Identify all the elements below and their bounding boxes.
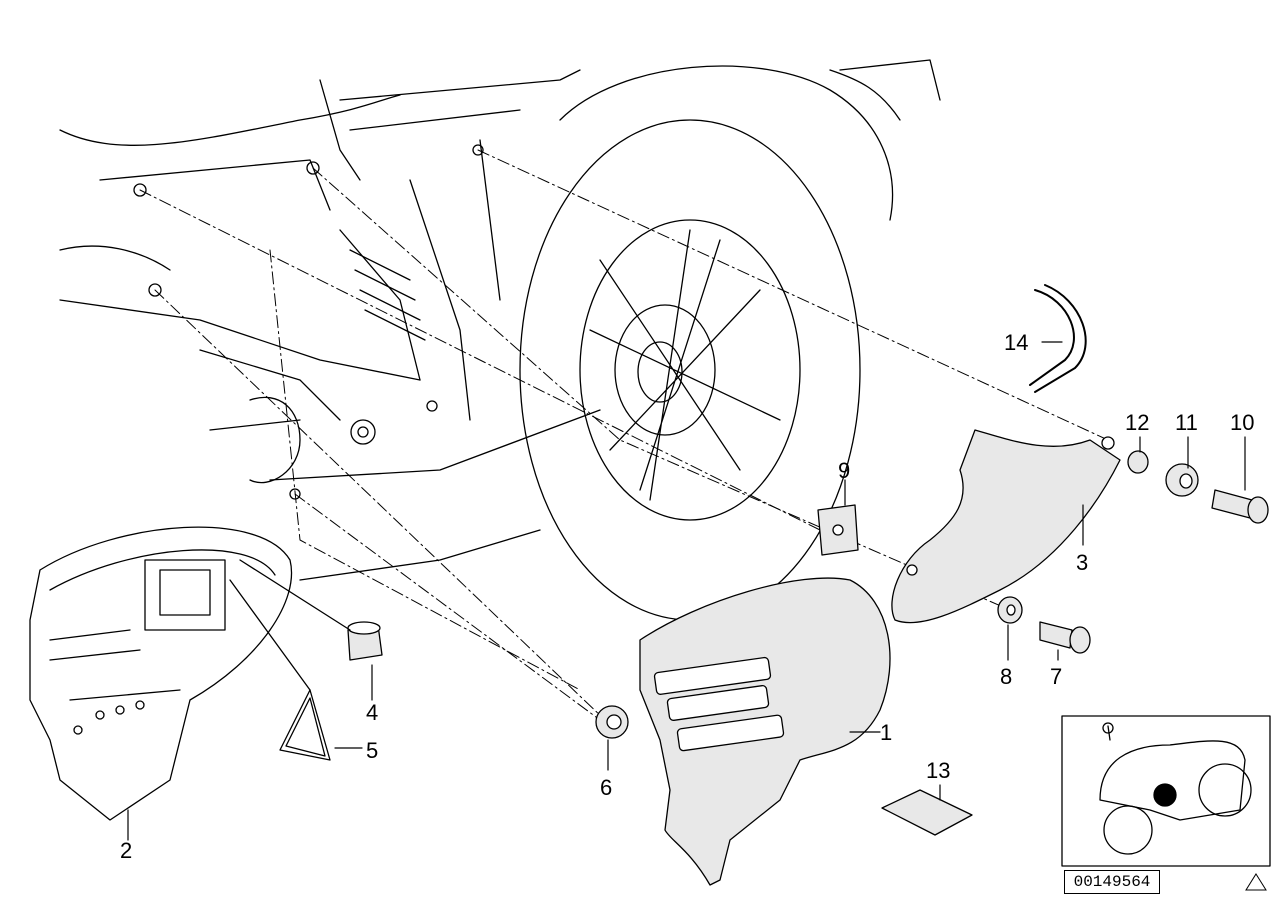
callout-14: 14 [1004, 330, 1028, 355]
callout-labels: 1 2 3 4 5 6 7 8 9 10 11 12 13 14 [120, 330, 1254, 863]
callout-7: 7 [1050, 664, 1062, 689]
part-14-hose [1029, 284, 1087, 393]
leader-lines [127, 341, 1246, 841]
callout-8: 8 [1000, 664, 1012, 689]
part-12-bushing [1127, 450, 1149, 474]
callout-5: 5 [366, 738, 378, 763]
part-10-bolt [1211, 489, 1269, 524]
callout-12: 12 [1125, 410, 1149, 435]
part-8-washer [997, 596, 1023, 624]
part-2-side-cover [29, 526, 293, 821]
callout-3: 3 [1076, 550, 1088, 575]
motorcycle-frame-outline [59, 59, 941, 621]
part-1-main-cover [639, 577, 891, 886]
part-5-gasket [229, 579, 331, 761]
part-number-label: 00149564 [1064, 870, 1160, 894]
callout-10: 10 [1230, 410, 1254, 435]
callout-1: 1 [880, 720, 892, 745]
callout-9: 9 [838, 458, 850, 483]
warning-triangle-icon [1245, 873, 1267, 891]
part-7-bolt [1039, 621, 1091, 654]
callout-2: 2 [120, 838, 132, 863]
callout-13: 13 [926, 758, 950, 783]
part-3-bracket [891, 429, 1121, 624]
part-6-grommet [595, 705, 629, 739]
part-9-clip-nut [817, 504, 859, 556]
part-13-pad [881, 789, 973, 836]
callout-6: 6 [600, 775, 612, 800]
callout-4: 4 [366, 700, 378, 725]
part-11-spacer [1165, 463, 1199, 497]
callout-11: 11 [1175, 410, 1198, 435]
bike-locator-thumbnail [1061, 715, 1271, 867]
assembly-lines [139, 149, 1109, 721]
part-4-plug [239, 559, 383, 661]
